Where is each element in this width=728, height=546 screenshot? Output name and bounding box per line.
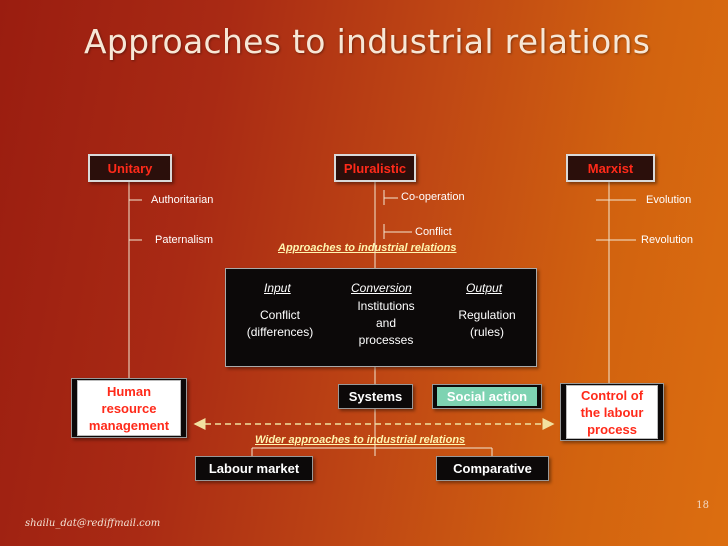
evolution-label: Evolution xyxy=(646,194,692,206)
hrm-inner: Human resource management xyxy=(77,380,181,436)
approaches-caption: Approaches to industrial relations xyxy=(278,242,457,254)
conversion-line-1: Institutions xyxy=(357,299,415,313)
social-action-inner: Social action xyxy=(437,387,537,406)
paternalism-label: Paternalism xyxy=(155,234,214,246)
input-text: Conflict (differences) xyxy=(228,307,332,341)
marxist-label: Marxist xyxy=(587,160,634,176)
systems-box: Systems xyxy=(338,384,413,409)
systems-model-box: Input Conversion Output Conflict (differ… xyxy=(225,268,537,367)
control-line-3: process xyxy=(587,421,637,437)
hrm-line-1: Human xyxy=(106,383,152,399)
conflict-label: Conflict xyxy=(415,226,452,238)
control-inner: Control of the labour process xyxy=(566,385,658,439)
unitary-box: Unitary xyxy=(88,154,172,182)
comparative-box: Comparative xyxy=(436,456,549,481)
labour-market-label: Labour market xyxy=(208,461,300,476)
input-line-1: Conflict xyxy=(259,308,300,322)
output-line-1: Regulation xyxy=(458,308,516,322)
conversion-heading: Conversion xyxy=(351,281,412,295)
hrm-line-3: management xyxy=(88,417,170,433)
author-email: shailu_dat@rediffmail.com xyxy=(25,518,161,529)
systems-label: Systems xyxy=(348,389,403,404)
authoritarian-label: Authoritarian xyxy=(151,194,214,206)
hrm-box: Human resource management xyxy=(71,378,187,438)
cooperation-label: Co-operation xyxy=(401,191,465,203)
input-line-2: (differences) xyxy=(246,325,314,339)
output-line-2: (rules) xyxy=(469,325,504,339)
page-number: 18 xyxy=(696,500,709,511)
pluralistic-label: Pluralistic xyxy=(343,160,407,176)
revolution-label: Revolution xyxy=(641,234,693,246)
marxist-box: Marxist xyxy=(566,154,655,182)
conversion-text: Institutions and processes xyxy=(344,298,428,349)
unitary-label: Unitary xyxy=(107,160,153,176)
comparative-label: Comparative xyxy=(453,461,532,476)
control-line-2: the labour xyxy=(580,404,644,420)
output-heading: Output xyxy=(466,281,503,295)
social-action-box: Social action xyxy=(432,384,542,409)
hrm-line-2: resource xyxy=(101,400,157,416)
conversion-line-2: and xyxy=(375,316,397,330)
control-line-1: Control of xyxy=(580,387,644,403)
conversion-line-3: processes xyxy=(358,333,414,347)
social-action-label: Social action xyxy=(446,389,528,404)
output-text: Regulation (rules) xyxy=(448,307,526,341)
wider-approaches-caption: Wider approaches to industrial relations xyxy=(255,434,466,446)
input-heading: Input xyxy=(264,281,291,295)
labour-market-box: Labour market xyxy=(195,456,313,481)
slide-title: Approaches to industrial relations xyxy=(84,22,651,61)
control-box: Control of the labour process xyxy=(560,383,664,441)
pluralistic-box: Pluralistic xyxy=(334,154,416,182)
